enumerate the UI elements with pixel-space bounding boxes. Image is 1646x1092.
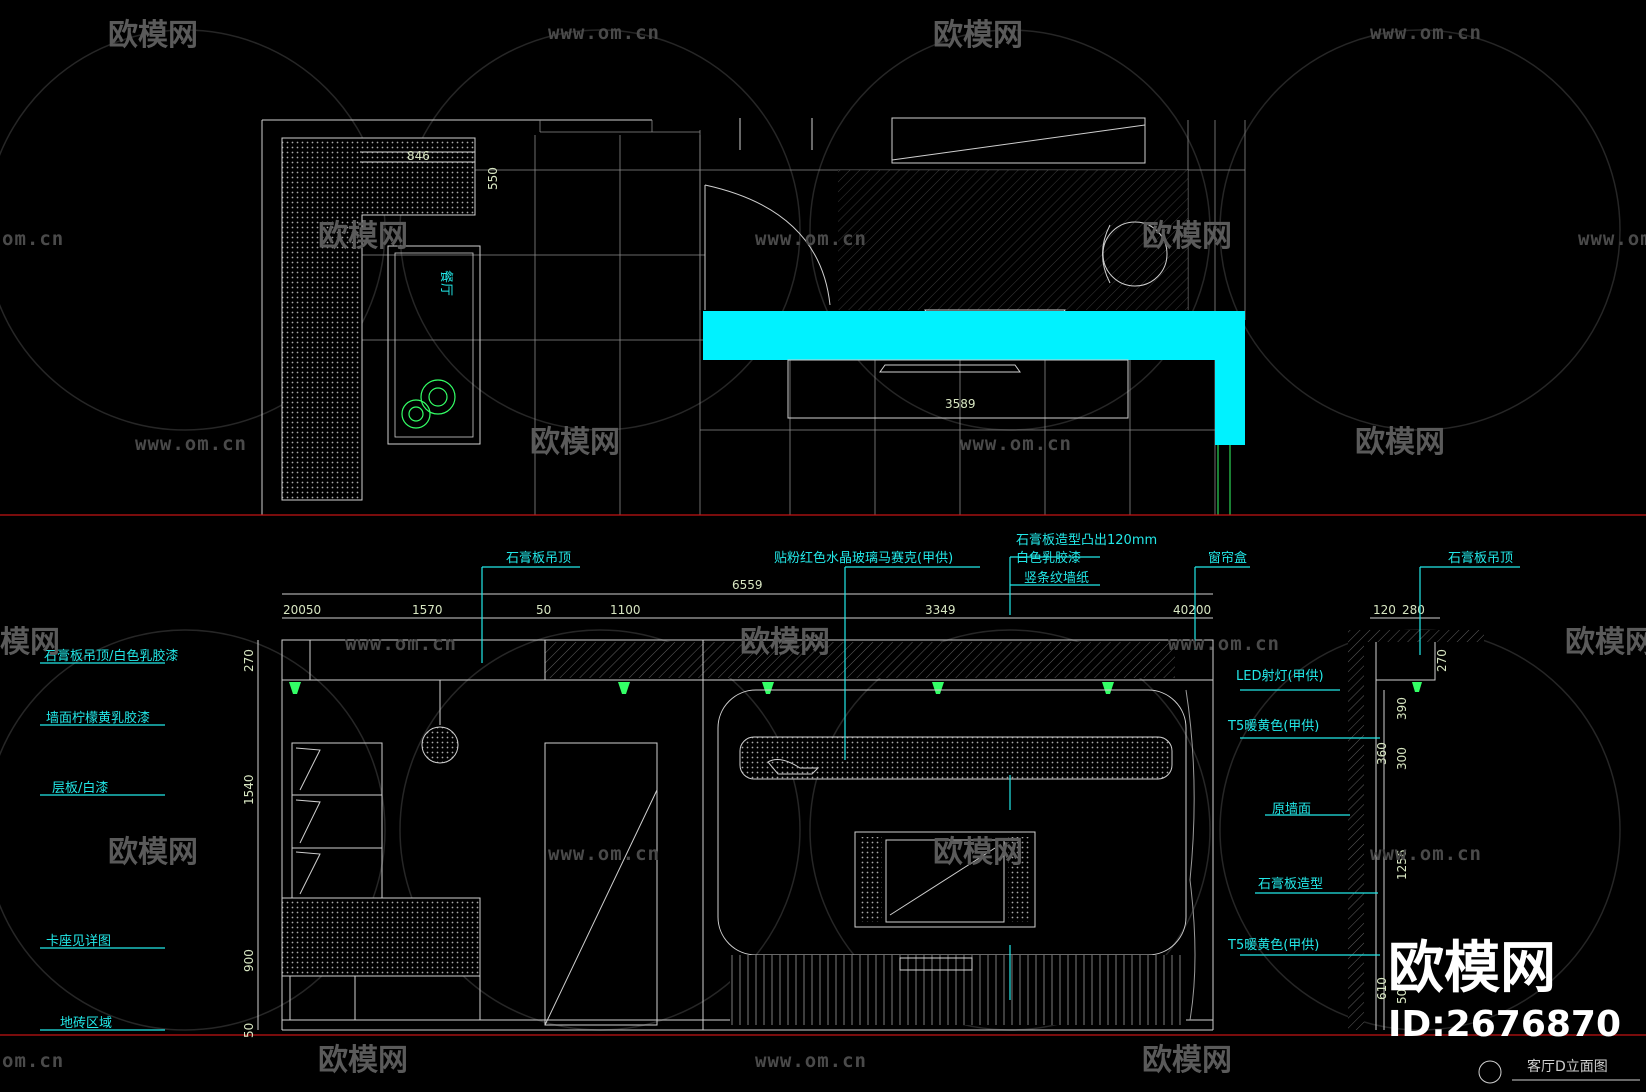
label-wall-yellow: 墙面柠檬黄乳胶漆: [46, 710, 150, 726]
label-shelf: 层板/白漆: [52, 780, 108, 796]
wm-brand-1: 欧模网: [108, 18, 198, 53]
drawing-title: 客厅D立面图: [1527, 1058, 1608, 1075]
label-white-paint: 白色乳胶漆: [1016, 550, 1081, 566]
wm-url-13: www.om.cn: [755, 1050, 867, 1072]
label-gypsum-ceiling: 石膏板吊顶: [506, 550, 571, 566]
brand-id: ID:2676870: [1388, 1004, 1621, 1045]
label-floor-tile: 地砖区域: [60, 1016, 112, 1031]
wm-url-8: www.om.cn: [345, 633, 457, 655]
wm-brand-7: 模网: [0, 625, 60, 660]
sec-label-gypsum: 石膏板造型: [1258, 876, 1323, 892]
elev-dim-5: 40200: [1173, 603, 1211, 617]
wm-url-10: www.om.cn: [548, 843, 660, 865]
elev-dim-left-0: 270: [242, 649, 256, 672]
label-ceiling-paint: 石膏板吊顶/白色乳胶漆: [44, 648, 178, 664]
wm-url-11: www.om.cn: [1370, 843, 1482, 865]
wm-url-9: www.om.cn: [1168, 633, 1280, 655]
elev-dim-0: 20050: [283, 603, 321, 617]
elev-dim-left-2: 900: [242, 949, 256, 972]
label-wallpaper: 竖条纹墙纸: [1024, 570, 1089, 586]
label-mosaic: 贴粉红色水晶玻璃马赛克(甲供): [774, 550, 953, 566]
plan-dim-846: 846: [407, 149, 430, 163]
label-gypsum-feature: 石膏板造型凸出120mm: [1016, 532, 1157, 548]
elev-dim-overall: 6559: [732, 578, 763, 592]
wm-url-12: om.cn: [2, 1050, 64, 1072]
section-view: 120 280 石膏板吊顶 LED射灯(甲供) T5暖黄色(甲供) 原墙面 石膏…: [1227, 550, 1520, 1030]
plant-symbol: [401, 379, 456, 429]
sec-dim-v-0: 270: [1435, 649, 1449, 672]
sec-dim-v-6: 50: [1395, 989, 1409, 1004]
sec-dim-v-3: 300: [1395, 747, 1409, 770]
floor-plan: 846 550 3589 餐厅: [261, 117, 1246, 515]
wm-url-1: www.om.cn: [548, 22, 660, 44]
wm-brand-4: 欧模网: [1142, 219, 1232, 254]
title-symbol-icon: [1478, 1060, 1502, 1084]
sec-dim-v-2: 360: [1375, 742, 1389, 765]
elev-dim-3: 1100: [610, 603, 641, 617]
sec-label-t5-upper: T5暖黄色(甲供): [1227, 718, 1319, 734]
plan-dim-3589: 3589: [945, 397, 976, 411]
elev-dim-left-3: 50: [242, 1023, 256, 1038]
plan-room-label: 餐厅: [438, 270, 454, 296]
wm-url-6: www.om.cn: [135, 433, 247, 455]
wm-url-5: www.om.cn: [1578, 228, 1646, 250]
elev-dim-1: 1570: [412, 603, 443, 617]
label-curtain-box: 窗帘盒: [1208, 550, 1247, 566]
sec-dim-top-0: 120: [1373, 603, 1396, 617]
elevation-view: 6559 20050 1570 50 1100 3349 40200: [40, 532, 1250, 1038]
plan-dim-550: 550: [486, 167, 500, 190]
wm-brand-3: 欧模网: [318, 219, 408, 254]
wm-brand-2: 欧模网: [933, 18, 1023, 53]
wm-brand-5: 欧模网: [530, 425, 620, 460]
elev-dim-4: 3349: [925, 603, 956, 617]
wm-brand-11: 欧模网: [933, 835, 1023, 870]
sec-label-wall: 原墙面: [1272, 802, 1311, 817]
watermarks: 欧模网 欧模网 欧模网 欧模网 欧模网 欧模网 模网 欧模网 欧模网 欧模网 欧…: [0, 18, 1646, 1078]
elev-dim-2: 50: [536, 603, 551, 617]
wm-url-4: www.om.cn: [755, 228, 867, 250]
brand-logo: 欧模网: [1388, 936, 1556, 1001]
wm-url-2: www.om.cn: [1370, 22, 1482, 44]
wm-brand-10: 欧模网: [108, 835, 198, 870]
wm-brand-9: 欧模网: [1565, 625, 1646, 660]
wm-brand-8: 欧模网: [740, 625, 830, 660]
sec-dim-v-5: 610: [1375, 977, 1389, 1000]
sec-label-t5-lower: T5暖黄色(甲供): [1227, 937, 1319, 953]
sec-dim-v-1: 390: [1395, 697, 1409, 720]
sec-dim-v-4: 1256: [1395, 849, 1409, 880]
wm-url-3: om.cn: [2, 228, 64, 250]
watermark-arcs: [0, 29, 1621, 1031]
elev-dim-left-1: 1540: [242, 774, 256, 805]
wm-url-7: www.om.cn: [960, 433, 1072, 455]
wm-brand-13: 欧模网: [1142, 1043, 1232, 1078]
wm-brand-12: 欧模网: [318, 1043, 408, 1078]
wm-brand-6: 欧模网: [1355, 425, 1445, 460]
sec-label-led: LED射灯(甲供): [1236, 668, 1324, 684]
label-bench: 卡座见详图: [46, 934, 111, 949]
sec-title-label: 石膏板吊顶: [1448, 550, 1513, 566]
sec-dim-top-1: 280: [1402, 603, 1425, 617]
